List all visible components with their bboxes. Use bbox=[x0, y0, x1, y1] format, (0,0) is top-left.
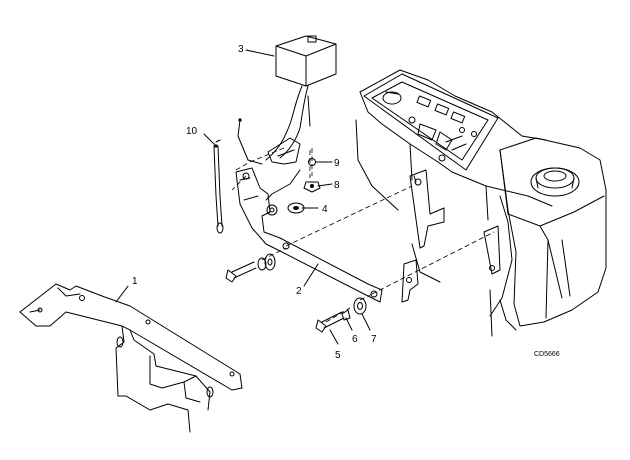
callouts: 1 2 3 4 5 6 7 8 9 10 bbox=[132, 44, 377, 361]
part-1-bracket bbox=[19, 283, 243, 433]
switch-icon bbox=[434, 103, 450, 116]
key-switch-icon bbox=[438, 154, 446, 162]
callout-2: 2 bbox=[296, 286, 302, 297]
callout-6: 6 bbox=[352, 334, 358, 345]
callout-8: 8 bbox=[334, 180, 340, 191]
nut-8 bbox=[303, 181, 321, 193]
left-bolt-set bbox=[225, 253, 276, 283]
callout-10: 10 bbox=[186, 126, 198, 137]
drawing-code: CD5666 bbox=[534, 351, 560, 358]
parts-8-9 bbox=[303, 148, 321, 193]
indicator-light-icon bbox=[408, 116, 416, 124]
fuel-tank bbox=[499, 137, 607, 327]
callout-4: 4 bbox=[322, 204, 328, 215]
washer-6 bbox=[341, 309, 351, 321]
bolt-5 bbox=[315, 319, 327, 333]
parts-5-6-7 bbox=[315, 297, 367, 333]
callout-1: 1 bbox=[132, 276, 138, 287]
fuel-cap bbox=[530, 167, 580, 197]
switch-icon bbox=[416, 95, 432, 108]
part-3-switch-box bbox=[265, 35, 337, 165]
callout-5: 5 bbox=[335, 350, 341, 361]
callout-7: 7 bbox=[371, 334, 377, 345]
grommet bbox=[266, 204, 278, 216]
dashboard-hood bbox=[355, 69, 553, 337]
instrument-panel bbox=[363, 73, 499, 171]
throttle-slot-icon bbox=[417, 123, 437, 141]
bracket-2 bbox=[235, 167, 383, 303]
gauge-icon bbox=[382, 91, 402, 105]
callout-3: 3 bbox=[238, 44, 244, 55]
switch-icon bbox=[450, 111, 466, 124]
leader-lines bbox=[115, 49, 371, 345]
spacer-7 bbox=[353, 297, 367, 315]
callout-9: 9 bbox=[334, 158, 340, 169]
hood-bracket bbox=[401, 169, 501, 303]
